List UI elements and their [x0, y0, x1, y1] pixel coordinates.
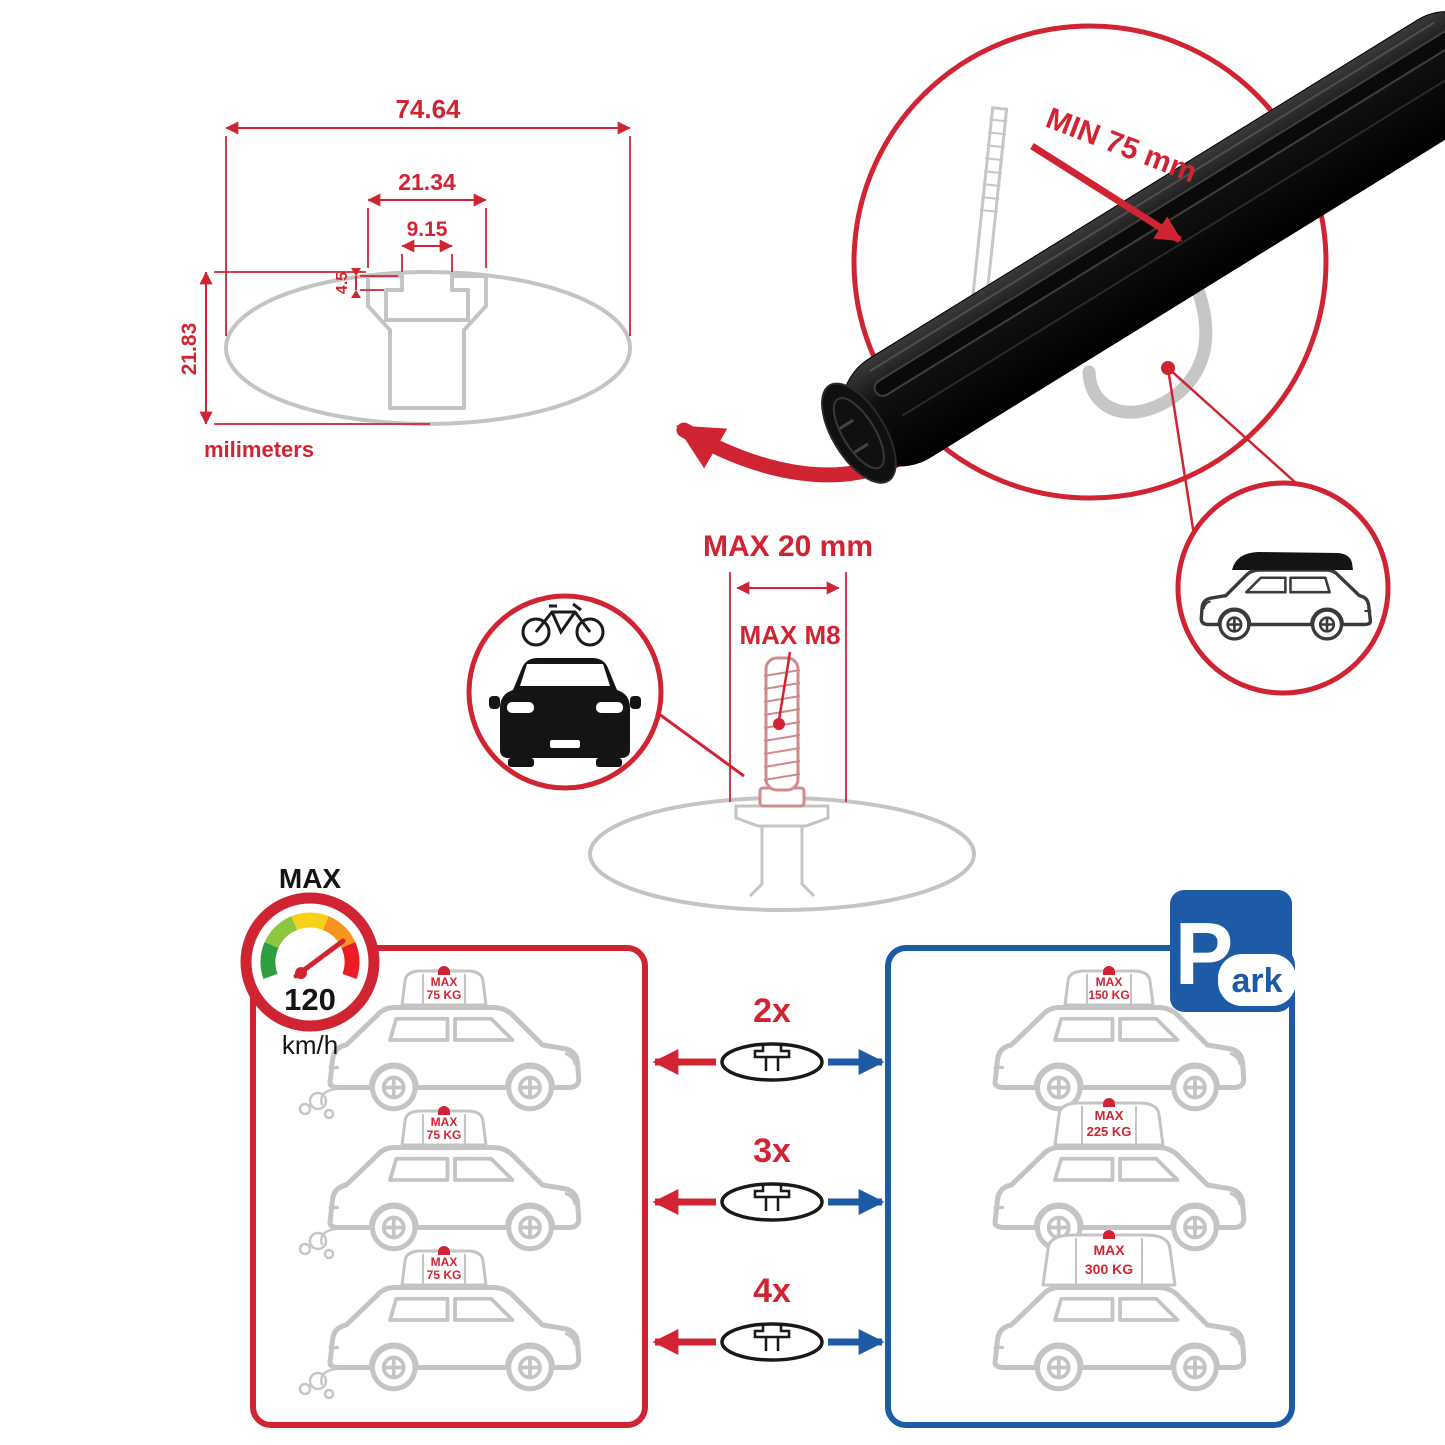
- bag-limit: MAX: [1095, 1108, 1124, 1123]
- crossbar-detail-callout: MIN 75 mm: [821, 11, 1445, 549]
- min-grip-arrow: [1030, 143, 1183, 243]
- callout-leader: [658, 712, 745, 778]
- bag-weight: 225 KG: [1087, 1124, 1132, 1139]
- cargo-bag: MAX 75 KG: [400, 1106, 488, 1147]
- cargo-bag: MAX 150 KG: [1063, 966, 1155, 1007]
- dim-slot-width: 9.15: [407, 218, 448, 241]
- dim-total-width: 74.64: [395, 94, 461, 124]
- moving-car-row: MAX 75 KG: [298, 1106, 579, 1260]
- bag-weight: 75 KG: [427, 1128, 462, 1142]
- speed-max-label: MAX: [279, 863, 342, 894]
- speed-unit: km/h: [282, 1030, 338, 1060]
- park-sign-rest: ark: [1231, 962, 1282, 1000]
- exhaust-smoke-icon: [298, 1367, 337, 1400]
- detail-circle: [851, 23, 1329, 501]
- exhaust-smoke-icon: [298, 1087, 337, 1120]
- speedometer-icon: MAX 120 km/h: [240, 863, 380, 1060]
- dim-profile-height: 21.83: [178, 323, 201, 376]
- crossbar-profile-channel: [366, 274, 488, 410]
- min-grip-label: MIN 75 mm: [1041, 102, 1201, 190]
- multiplier-2x: 2x: [753, 992, 791, 1030]
- parked-car-row: MAX 225 KG: [995, 1098, 1244, 1249]
- moving-car-row: MAX 75 KG: [298, 966, 579, 1120]
- bag-limit: MAX: [431, 975, 458, 989]
- parked-car-row: MAX 300 KG: [995, 1230, 1244, 1389]
- dimension-diagram: 74.64 21.34 9.15 4.5 21.83 milimeters: [178, 94, 632, 462]
- parked-box: [885, 945, 1295, 1428]
- slot-adapter-plate: [734, 804, 830, 828]
- units-label: milimeters: [204, 437, 314, 462]
- dim-slot-depth: 4.5: [334, 272, 351, 294]
- multiplier-column: 2x 3x 4x: [652, 992, 885, 1362]
- parked-car-row: MAX 150 KG: [995, 966, 1244, 1109]
- bike-car-callout: [466, 593, 745, 791]
- exhaust-smoke-icon: [298, 1227, 337, 1260]
- bag-weight: 150 KG: [1088, 988, 1129, 1002]
- crossbar-section-icon: [720, 1182, 824, 1222]
- bolt-max-thread-label: MAX M8: [739, 620, 840, 650]
- cargo-bag: MAX 225 KG: [1053, 1098, 1165, 1147]
- crossbar-section-icon: [720, 1322, 824, 1362]
- mounting-bolt-diagram: MAX 20 mm MAX M8: [588, 530, 976, 912]
- bag-limit: MAX: [431, 1255, 458, 1269]
- roofbox-icon: [1232, 552, 1353, 570]
- moving-car-row: MAX 75 KG: [298, 1246, 579, 1400]
- bag-weight: 75 KG: [427, 988, 462, 1002]
- speed-limit-box: [250, 945, 648, 1428]
- dim-channel-width: 21.34: [398, 169, 456, 195]
- roofbox-car-callout: [1175, 480, 1391, 696]
- bag-limit: MAX: [431, 1115, 458, 1129]
- bag-limit: MAX: [1096, 975, 1123, 989]
- bag-weight: 75 KG: [427, 1268, 462, 1282]
- crossbar-section-icon: [720, 1042, 824, 1082]
- cargo-bag: MAX 300 KG: [1041, 1230, 1177, 1287]
- speed-value: 120: [284, 982, 336, 1017]
- parking-sign: P ark: [1170, 890, 1296, 1012]
- multiplier-4x: 4x: [753, 1272, 791, 1310]
- bag-weight: 300 KG: [1085, 1261, 1133, 1277]
- cargo-bag: MAX 75 KG: [400, 966, 488, 1007]
- crossbar-3d-icon: [821, 11, 1445, 484]
- cargo-bag: MAX 75 KG: [400, 1246, 488, 1287]
- bag-limit: MAX: [1093, 1242, 1125, 1258]
- multiplier-3x: 3x: [753, 1132, 791, 1170]
- capacity-section: MAX 75 KG MAX 75 KG: [240, 863, 1296, 1428]
- car-front-icon: [489, 658, 641, 767]
- bike-icon: [521, 602, 605, 647]
- bolt-max-length-label: MAX 20 mm: [703, 530, 873, 563]
